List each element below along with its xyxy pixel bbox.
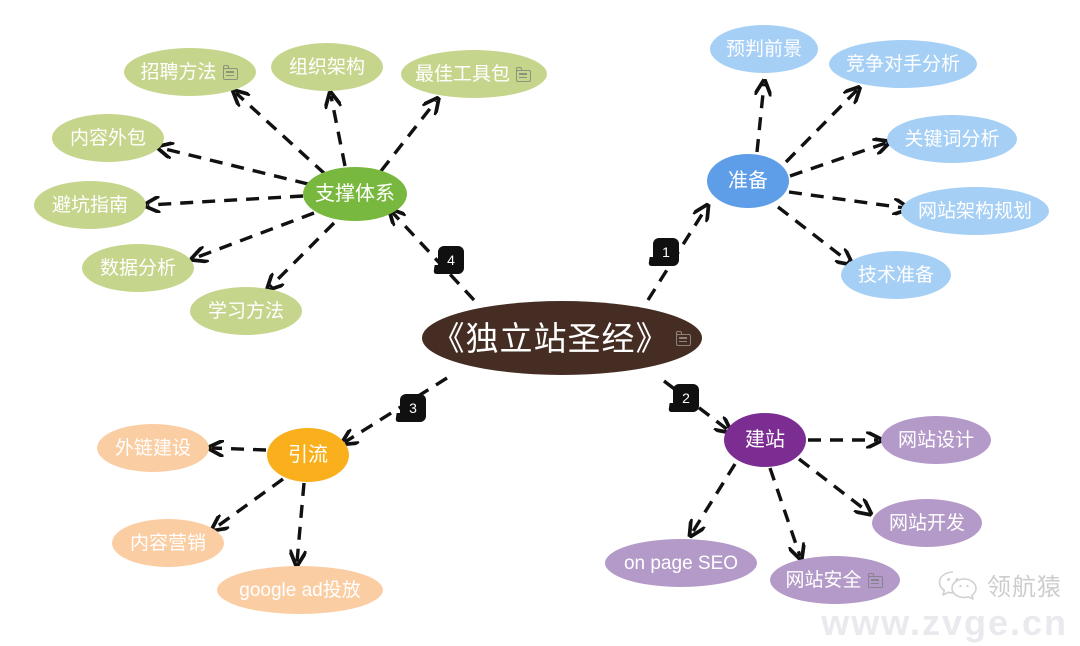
leaf-node-label: 网站设计 [897, 429, 974, 451]
leaf-node[interactable]: 网站设计 [881, 416, 991, 464]
leaf-node[interactable]: 最佳工具包 [401, 50, 547, 98]
leaf-node-label: 内容营销 [129, 532, 206, 554]
leaf-node[interactable]: 内容营销 [112, 519, 224, 567]
branch-node-preparation[interactable]: 准备 [707, 154, 789, 208]
note-icon[interactable] [867, 572, 885, 588]
branch-node-traffic[interactable]: 引流 [267, 428, 349, 482]
leaf-node[interactable]: 招聘方法 [124, 48, 256, 96]
wechat-watermark: 领航猿 [938, 567, 1062, 602]
leaf-node[interactable]: 关键词分析 [887, 115, 1017, 163]
leaf-node-label: 预判前景 [725, 38, 802, 60]
leaf-node-label: 技术准备 [857, 264, 934, 286]
note-icon[interactable] [222, 64, 240, 80]
branch-node-support-system[interactable]: 支撑体系 [303, 167, 407, 221]
leaf-node-label: google ad投放 [239, 579, 361, 601]
leaf-node-label: 网站架构规划 [917, 200, 1032, 222]
leaf-node[interactable]: google ad投放 [217, 566, 383, 614]
note-icon[interactable] [516, 66, 533, 82]
leaf-node[interactable]: 学习方法 [190, 287, 302, 335]
leaf-node-label: 竞争对手分析 [845, 53, 960, 75]
leaf-node[interactable]: 网站架构规划 [901, 187, 1049, 235]
leaf-node-label: on page SEO [623, 552, 739, 574]
leaf-node[interactable]: 组织架构 [271, 43, 383, 91]
wechat-icon [938, 570, 977, 600]
note-icon[interactable] [675, 330, 693, 346]
branch-badge-3: 3 [400, 394, 426, 422]
leaf-node[interactable]: on page SEO [605, 539, 757, 587]
branch-badge-label: 3 [409, 400, 417, 416]
leaf-node-label: 组织架构 [288, 56, 365, 78]
leaf-node[interactable]: 竞争对手分析 [829, 40, 977, 88]
leaf-node-label: 避坑指南 [51, 194, 128, 216]
leaf-node[interactable]: 网站开发 [872, 499, 982, 547]
leaf-node-label: 网站开发 [888, 512, 965, 534]
leaf-node[interactable]: 避坑指南 [34, 181, 146, 229]
leaf-node[interactable]: 数据分析 [82, 244, 194, 292]
leaf-node[interactable]: 外链建设 [97, 424, 209, 472]
leaf-node-label: 关键词分析 [904, 128, 1000, 150]
leaf-node[interactable]: 技术准备 [841, 251, 951, 299]
url-watermark: www.zvge.cn [821, 602, 1068, 643]
branch-badge-4: 4 [438, 246, 464, 274]
leaf-node-label: 招聘方法 [140, 61, 217, 83]
root-node[interactable]: 《独立站圣经》 [422, 301, 702, 375]
leaf-node-label: 外链建设 [114, 437, 191, 459]
branch-badge-1: 1 [653, 238, 679, 266]
branch-node-label: 建站 [745, 429, 785, 451]
branch-badge-label: 1 [662, 244, 670, 260]
branch-badge-label: 2 [682, 390, 690, 406]
branch-badge-2: 2 [673, 384, 699, 412]
branch-node-label: 引流 [288, 444, 328, 466]
wechat-watermark-name: 领航猿 [987, 574, 1062, 601]
branch-node-label: 准备 [728, 170, 768, 192]
leaf-node-label: 网站安全 [785, 569, 862, 591]
leaf-node-label: 学习方法 [207, 300, 284, 322]
leaf-node-label: 内容外包 [69, 127, 146, 149]
root-node-label: 《独立站圣经》 [431, 319, 670, 357]
leaf-node-label: 数据分析 [99, 257, 176, 279]
branch-badge-label: 4 [447, 252, 455, 268]
branch-node-label: 支撑体系 [315, 183, 395, 205]
branch-node-site-building[interactable]: 建站 [724, 413, 806, 467]
leaf-node[interactable]: 内容外包 [52, 114, 164, 162]
leaf-node[interactable]: 预判前景 [710, 25, 818, 73]
leaf-node-label: 最佳工具包 [414, 63, 510, 85]
leaf-node[interactable]: 网站安全 [770, 556, 900, 604]
